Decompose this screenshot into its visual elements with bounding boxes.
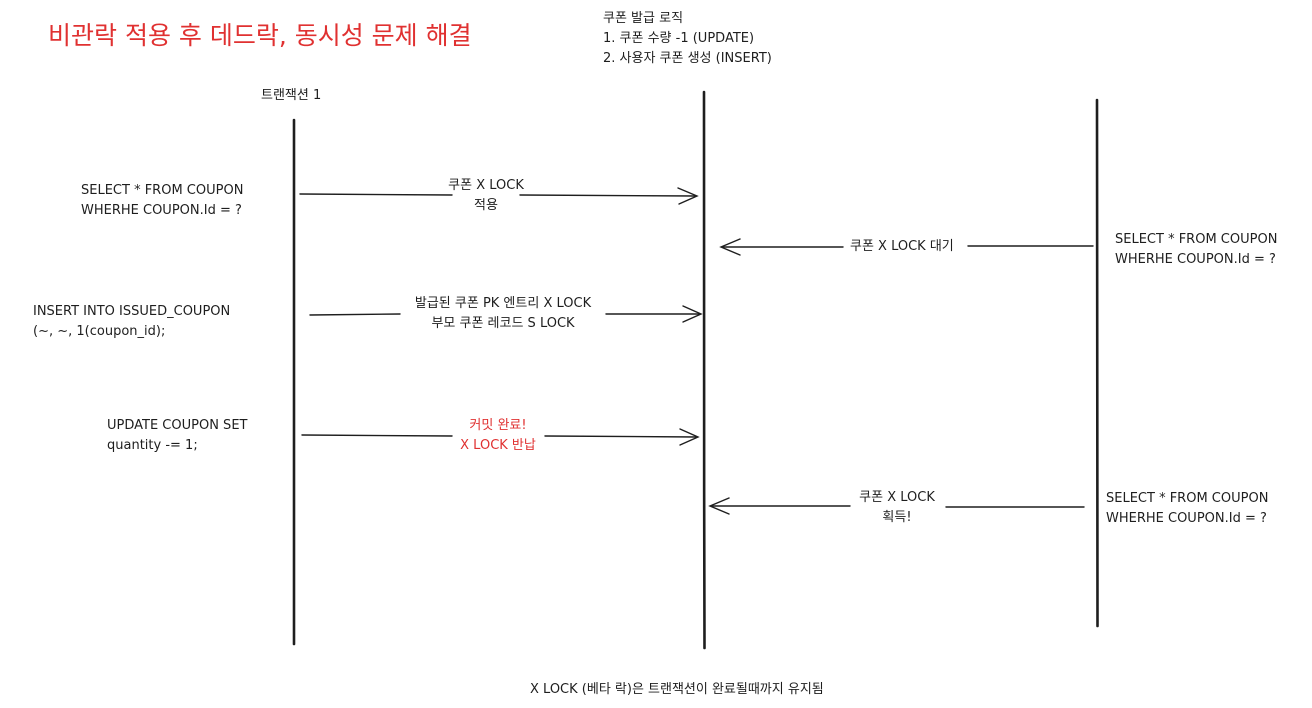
- query-insert-issued-coupon: INSERT INTO ISSUED_COUPON (~, ~, 1(coupo…: [33, 304, 231, 339]
- page-title: 비관락 적용 후 데드락, 동시성 문제 해결: [48, 21, 472, 50]
- logic-note-step-1: 1. 쿠폰 수량 -1 (UPDATE): [603, 31, 755, 46]
- logic-note-step-2: 2. 사용자 쿠폰 생성 (INSERT): [603, 51, 772, 66]
- message-insert-locks: 발급된 쿠폰 PK 엔트리 X LOCK 부모 쿠폰 레코드 S LOCK: [414, 296, 592, 331]
- query-select-coupon-tx2-wait: SELECT * FROM COUPON WHERHE COUPON.Id = …: [1115, 232, 1278, 267]
- message-commit: 커밋 완료! X LOCK 반납: [460, 418, 536, 453]
- lifeline-db: [702, 90, 706, 650]
- arrow-insert-locks: [309, 305, 703, 323]
- message-x-lock-apply: 쿠폰 X LOCK 적용: [448, 178, 524, 213]
- lifeline-transaction-2: [1095, 98, 1099, 628]
- arrow-commit: [301, 428, 700, 446]
- query-select-coupon-tx2-acquire: SELECT * FROM COUPON WHERHE COUPON.Id = …: [1106, 491, 1269, 526]
- arrow-x-lock-acquire: [708, 497, 1085, 515]
- message-x-lock-acquire: 쿠폰 X LOCK 획득!: [859, 490, 935, 525]
- arrow-x-lock-wait: [719, 238, 1094, 256]
- lane-label-transaction-1: 트랜잭션 1: [261, 88, 322, 103]
- arrow-x-lock-apply: [299, 187, 699, 205]
- query-select-coupon-tx1: SELECT * FROM COUPON WHERHE COUPON.Id = …: [81, 183, 244, 218]
- footer-note: X LOCK (베타 락)은 트랜잭션이 완료될때까지 유지됨: [530, 682, 824, 697]
- logic-note-heading: 쿠폰 발급 로직: [603, 11, 684, 26]
- message-x-lock-wait: 쿠폰 X LOCK 대기: [850, 239, 954, 254]
- query-update-coupon: UPDATE COUPON SET quantity -= 1;: [107, 418, 248, 453]
